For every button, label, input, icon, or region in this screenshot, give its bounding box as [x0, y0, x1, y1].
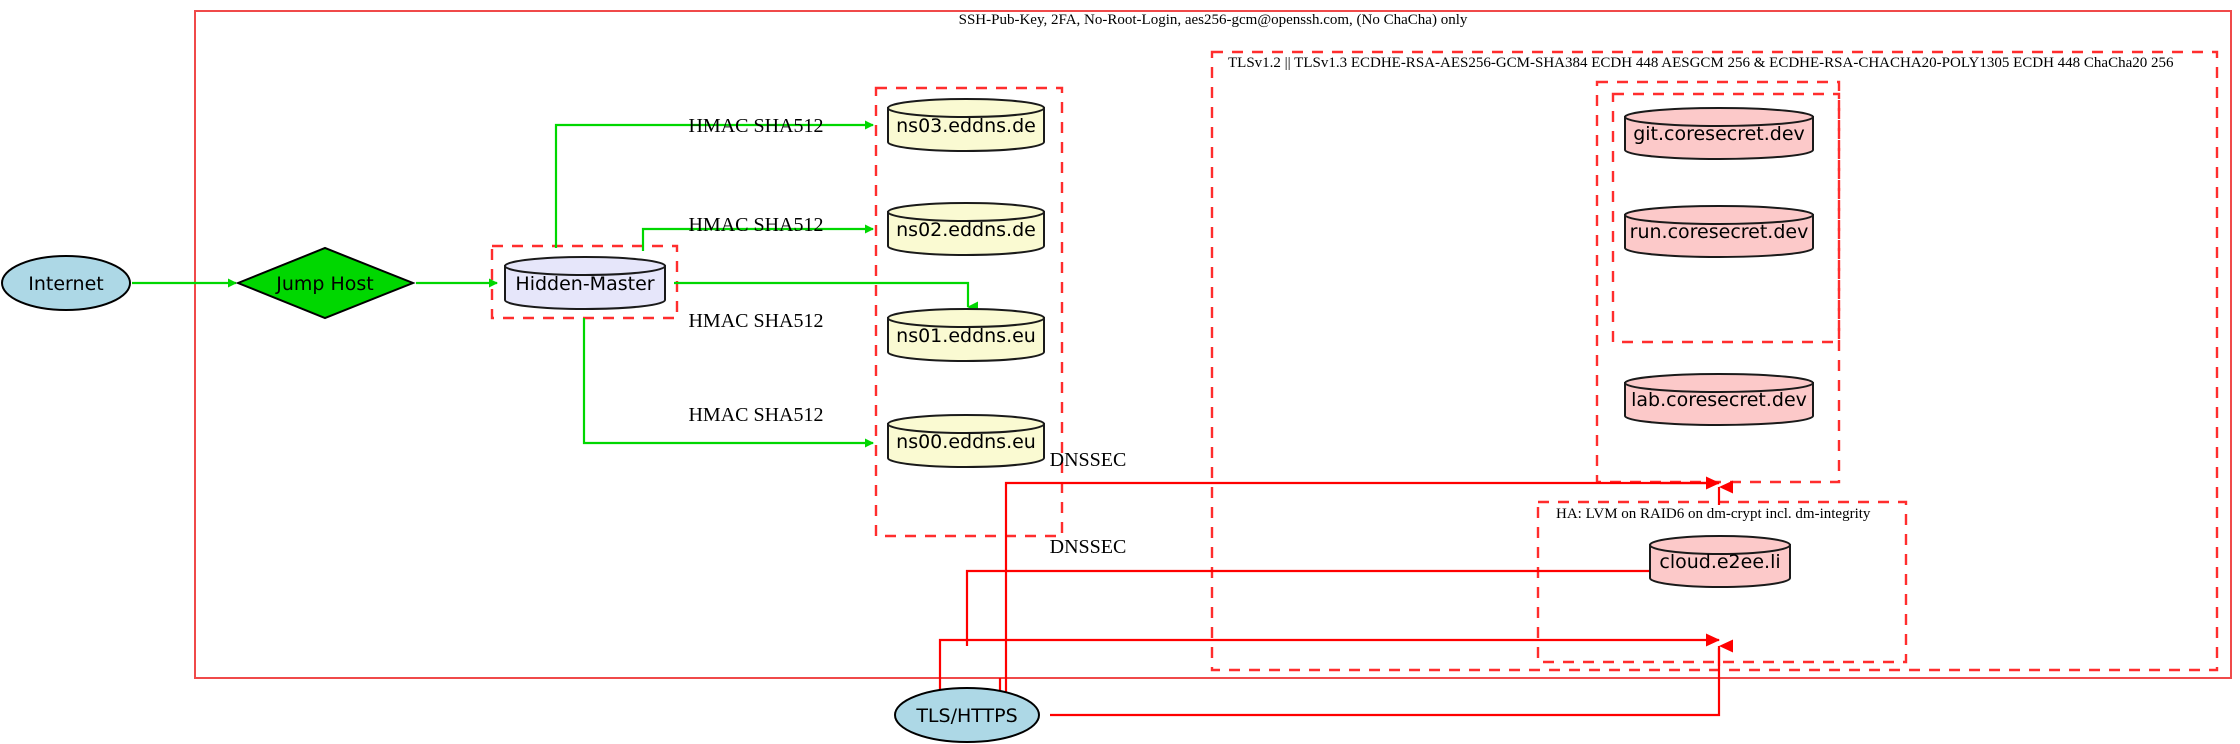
edge-label-hmac-ns03: HMAC SHA512	[688, 115, 823, 137]
node-lab-coresecret[interactable]: lab.coresecret.dev	[1624, 373, 1814, 426]
cluster-coresecret-inner-box	[1611, 92, 1841, 344]
internet-ellipse	[1, 255, 131, 311]
internet-label: Internet	[28, 273, 103, 295]
ns03-cyl-top	[887, 98, 1045, 118]
edge-hidden-master-to-ns00	[582, 318, 874, 448]
edge-hidden-master-to-ns02	[641, 224, 874, 251]
node-cloud-e2ee[interactable]: cloud.e2ee.li	[1649, 535, 1791, 588]
edge-dnssec-mid-path	[965, 569, 1722, 646]
ns03-cyl-body	[887, 107, 1045, 152]
edge-hidden-master-to-ns01	[674, 281, 978, 313]
edge-label-dnssec-bottom: DNSSEC	[1050, 536, 1127, 558]
node-run-coresecret[interactable]: run.coresecret.dev	[1624, 205, 1814, 258]
run-cyl-top	[1624, 205, 1814, 225]
cluster-dns-box	[874, 86, 1064, 538]
tls-https-ellipse	[894, 687, 1040, 743]
run-label: run.coresecret.dev	[1630, 221, 1809, 243]
edge-tls-https-right-run	[1050, 648, 1721, 717]
ns02-label: ns02.eddns.de	[896, 219, 1036, 241]
jump-host-diamond	[235, 246, 416, 320]
ssh-perimeter-box	[194, 10, 2232, 679]
jump-host-label: Jump Host	[275, 273, 374, 295]
edge-label-hmac-ns01: HMAC SHA512	[688, 310, 823, 332]
ns02-cyl-body	[887, 211, 1045, 256]
node-git-coresecret[interactable]: git.coresecret.dev	[1624, 107, 1814, 160]
node-ns03[interactable]: ns03.eddns.de	[887, 98, 1045, 152]
git-cyl-top	[1624, 107, 1814, 127]
cluster-tls-box	[1210, 50, 2219, 672]
ns00-cyl-body	[887, 423, 1045, 468]
git-label: git.coresecret.dev	[1633, 123, 1805, 145]
hidden-master-cyl-body	[504, 265, 666, 310]
edge-label-hmac-ns00: HMAC SHA512	[688, 404, 823, 426]
lab-label: lab.coresecret.dev	[1631, 389, 1807, 411]
node-tls-https[interactable]: TLS/HTTPS	[894, 687, 1040, 743]
lab-cyl-top	[1624, 373, 1814, 393]
cloud-label: cloud.e2ee.li	[1659, 551, 1780, 573]
git-cyl-body	[1624, 116, 1814, 160]
node-hidden-master[interactable]: Hidden-Master	[504, 256, 666, 310]
cloud-cyl-top	[1649, 535, 1791, 555]
edge-label-dnssec-top: DNSSEC	[1050, 449, 1127, 471]
cluster-ha-box	[1536, 500, 1908, 664]
hidden-master-cyl-top	[504, 256, 666, 276]
hidden-master-label: Hidden-Master	[515, 273, 654, 295]
ns01-label: ns01.eddns.eu	[896, 325, 1036, 347]
node-internet[interactable]: Internet	[1, 255, 131, 311]
node-ns01[interactable]: ns01.eddns.eu	[887, 308, 1045, 362]
edge-dnssec-top-path	[1004, 481, 1719, 716]
edge-dnssec-bottom-path	[938, 633, 1720, 740]
run-cyl-body	[1624, 214, 1814, 258]
ns01-cyl-body	[887, 317, 1045, 362]
node-jump-host[interactable]: Jump Host	[235, 246, 416, 320]
node-ns00[interactable]: ns00.eddns.eu	[887, 414, 1045, 468]
ns02-cyl-top	[887, 202, 1045, 222]
lab-cyl-body	[1624, 382, 1814, 426]
node-ns02[interactable]: ns02.eddns.de	[887, 202, 1045, 256]
edge-hidden-master-to-ns03	[554, 120, 874, 248]
tls-https-label: TLS/HTTPS	[915, 705, 1017, 727]
cloud-cyl-body	[1649, 544, 1791, 588]
edge-label-hmac-ns02: HMAC SHA512	[688, 214, 823, 236]
ns00-cyl-top	[887, 414, 1045, 434]
cluster-tls-label: TLSv1.2 || TLSv1.3 ECDHE-RSA-AES256-GCM-…	[1228, 55, 2174, 71]
ssh-perimeter-label: SSH-Pub-Key, 2FA, No-Root-Login, aes256-…	[959, 12, 1468, 28]
ns03-label: ns03.eddns.de	[896, 115, 1036, 137]
cluster-ha-label: HA: LVM on RAID6 on dm-crypt incl. dm-in…	[1556, 506, 1871, 522]
ns00-label: ns00.eddns.eu	[896, 431, 1036, 453]
ns01-cyl-top	[887, 308, 1045, 328]
